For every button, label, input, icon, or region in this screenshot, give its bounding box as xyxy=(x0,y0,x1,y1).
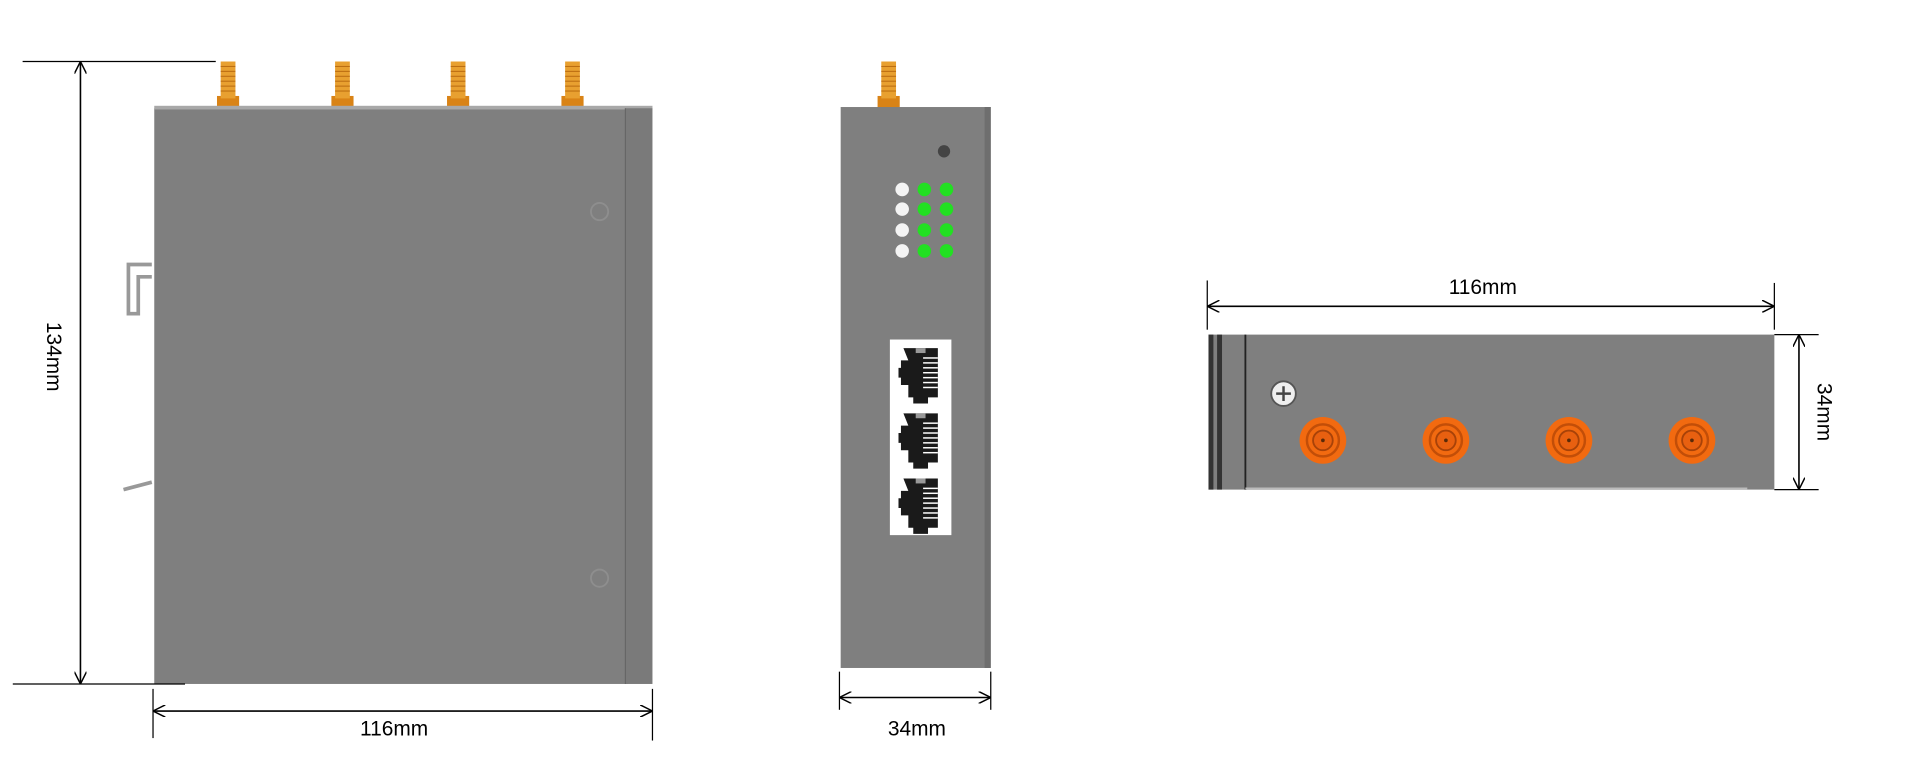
ground-screw-icon xyxy=(1270,380,1297,407)
led-indicators xyxy=(895,182,954,258)
top-view: 116mm 34mm xyxy=(1206,276,1835,491)
reset-button-icon xyxy=(937,145,951,158)
screw-icon xyxy=(590,202,610,222)
antenna-icon xyxy=(877,61,901,109)
antenna-connector-icon xyxy=(1544,415,1594,465)
device-front-body xyxy=(154,108,628,684)
height-label: 134mm xyxy=(42,322,65,392)
antenna-icon xyxy=(216,61,240,109)
side-width-label: 34mm xyxy=(888,718,946,741)
antenna-icon xyxy=(560,61,585,109)
screw-icon xyxy=(590,568,610,588)
antenna-icon xyxy=(446,61,470,109)
front-view: 134mm 116mm xyxy=(12,60,654,741)
side-view: 34mm xyxy=(838,61,992,741)
din-rail-clip xyxy=(126,262,152,316)
antenna-connector-icon xyxy=(1667,415,1717,465)
antenna-connector-icon xyxy=(1421,415,1471,465)
antenna-connector-icon xyxy=(1298,415,1348,465)
device-top-body xyxy=(1208,334,1775,490)
front-width-label: 116mm xyxy=(360,718,428,741)
antenna-icon xyxy=(330,61,355,109)
top-width-label: 116mm xyxy=(1449,276,1517,299)
top-depth-label: 34mm xyxy=(1812,383,1835,441)
